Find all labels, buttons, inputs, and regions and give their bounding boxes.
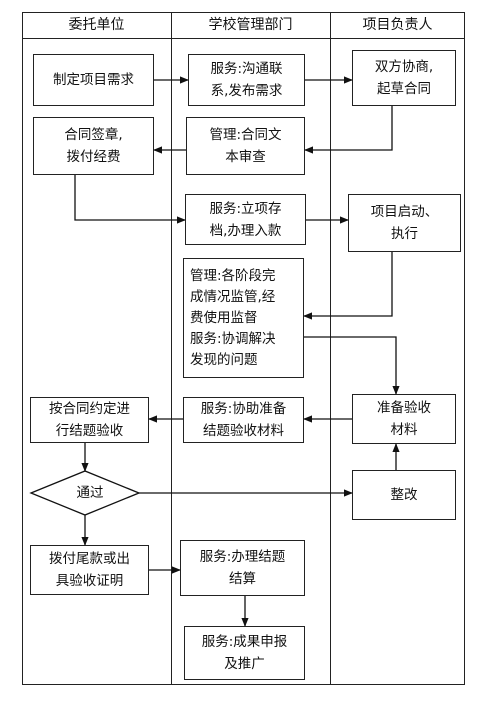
lane-divider-2 [330, 12, 331, 685]
node-project-filing: 服务:立项存 档,办理入款 [185, 194, 306, 245]
header-divider [22, 38, 465, 39]
node-contract-review: 管理:合同文 本审查 [186, 117, 305, 175]
node-publish-requirements: 服务:沟通联 系,发布需求 [188, 54, 305, 106]
node-completion-settlement: 服务:办理结题 结算 [180, 540, 305, 596]
edge-n7-n8 [303, 252, 393, 320]
node-project-start: 项目启动、 执行 [348, 194, 461, 252]
node-define-requirements: 制定项目需求 [33, 54, 154, 106]
node-sign-contract: 合同签章, 拨付经费 [33, 117, 154, 175]
swimlane-frame [22, 12, 465, 685]
lane-header-project-lead: 项目负责人 [362, 17, 433, 33]
edge-n5-n6 [74, 175, 186, 224]
node-decision-pass: 通过 [76, 485, 104, 501]
node-negotiate-contract: 双方协商, 起草合同 [352, 50, 456, 106]
edge-n8-n9 [304, 336, 400, 395]
edge-n3-n4 [304, 106, 393, 154]
node-assist-materials: 服务:协助准备 结题验收材料 [183, 397, 304, 443]
node-prepare-materials: 准备验收 材料 [352, 394, 456, 444]
node-supervision: 管理:各阶段完 成情况监管,经 费使用监督 服务:协调解决 发现的问题 [183, 258, 304, 378]
node-rectification: 整改 [352, 470, 456, 520]
lane-header-client: 委托单位 [68, 17, 125, 33]
node-promotion: 服务:成果申报 及推广 [184, 626, 305, 680]
node-final-payment: 拨付尾款或出 具验收证明 [30, 545, 149, 595]
lane-header-school: 学校管理部门 [208, 17, 293, 33]
lane-divider-1 [171, 12, 172, 685]
